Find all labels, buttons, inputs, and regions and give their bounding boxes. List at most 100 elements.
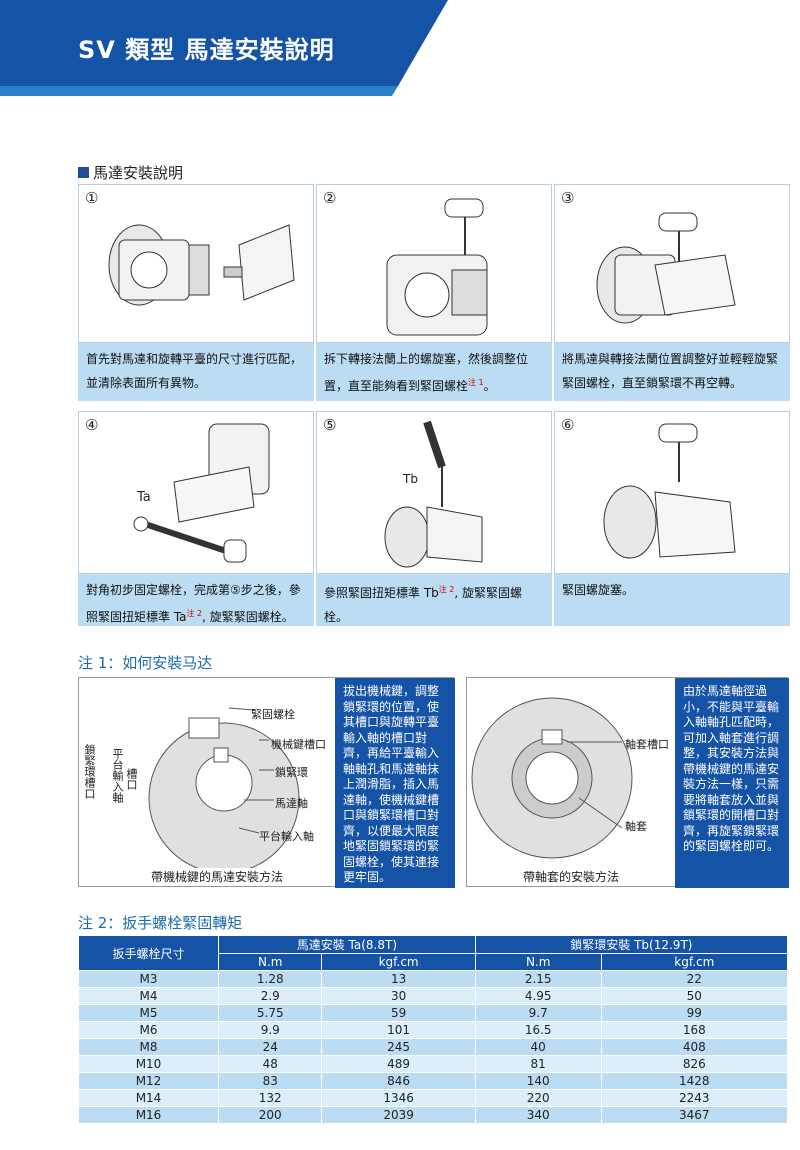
step-1-figure: ① xyxy=(78,184,314,343)
plug-screw-illustration xyxy=(603,423,736,559)
group-lock-ring-install: 鎖緊環安裝 Tb(12.9T) xyxy=(474,935,789,954)
motor-flange-illustration xyxy=(108,224,295,306)
table-cell: M6 xyxy=(78,1021,219,1039)
hex-wrench-illustration xyxy=(386,198,488,336)
table-cell: 40 xyxy=(474,1038,602,1056)
table-cell: 846 xyxy=(321,1072,476,1090)
step-number: ② xyxy=(323,189,337,207)
callout-label: 軸套 xyxy=(625,820,647,833)
keyed-install-panel: 緊固螺栓 機械鍵槽口 鎖緊環 馬達軸 平台輸入軸 鎖緊環槽口 平台輸入軸 槽口 … xyxy=(78,677,455,888)
table-cell: 1428 xyxy=(600,1072,789,1090)
table-cell: M10 xyxy=(78,1055,219,1073)
square-bullet-icon xyxy=(78,167,89,178)
step-number: ⑥ xyxy=(561,416,575,434)
header-banner: SV 類型 馬達安裝說明 xyxy=(0,0,800,100)
torque-wrench-illustration xyxy=(133,423,270,563)
table-cell: 200 xyxy=(217,1106,323,1124)
callout-label: 鎖緊環 xyxy=(275,766,308,779)
unit-header: N.m xyxy=(474,953,602,971)
table-cell: 220 xyxy=(474,1089,602,1107)
motor-assembly-illustration xyxy=(596,212,736,324)
table-cell: 50 xyxy=(600,987,789,1005)
callout-label: 緊固螺栓 xyxy=(251,708,295,721)
table-cell: 9.9 xyxy=(217,1021,323,1039)
step-1-caption: 首先對馬達和旋轉平臺的尺寸進行匹配，並清除表面所有異物。 xyxy=(78,343,314,401)
table-cell: 132 xyxy=(217,1089,323,1107)
table-cell: 2039 xyxy=(321,1106,476,1124)
table-cell: M5 xyxy=(78,1004,219,1022)
step-5-caption: 參照緊固扭矩標準 Tb注 2, 旋緊緊固螺栓。 xyxy=(316,574,552,626)
table-cell: 826 xyxy=(600,1055,789,1073)
table-cell: 2243 xyxy=(600,1089,789,1107)
unit-header: kgf.cm xyxy=(321,953,476,971)
table-cell: 9.7 xyxy=(474,1004,602,1022)
step-2-caption: 拆下轉接法蘭上的螺旋塞，然後調整位置，直至能夠看到緊固螺栓注 1。 xyxy=(316,343,552,401)
callout-label: 機械鍵槽口 xyxy=(271,738,326,751)
panel-caption: 帶軸套的安裝方法 xyxy=(523,870,620,884)
table-cell: 59 xyxy=(321,1004,476,1022)
step-number: ③ xyxy=(561,189,575,207)
torque-label: Tb xyxy=(403,472,418,486)
table-cell: 83 xyxy=(217,1072,323,1090)
table-cell: 245 xyxy=(321,1038,476,1056)
table-cell: M14 xyxy=(78,1089,219,1107)
step-3-figure: ③ xyxy=(554,184,790,343)
step-4-figure: ④ Ta xyxy=(78,411,314,574)
table-cell: M3 xyxy=(78,970,219,988)
callout-label: 軸套槽口 xyxy=(625,738,669,751)
section-heading: 馬達安裝說明 xyxy=(78,162,183,183)
table-cell: 340 xyxy=(474,1106,602,1124)
step-6-caption: 緊固螺旋塞。 xyxy=(554,574,790,626)
table-cell: 1346 xyxy=(321,1089,476,1107)
step-number: ⑤ xyxy=(323,416,337,434)
section-title: 馬達安裝說明 xyxy=(93,164,184,182)
col-bolt-size: 扳手螺栓尺寸 xyxy=(78,935,219,971)
step-3-caption: 將馬達與轉接法蘭位置調整好並輕輕旋緊緊固螺栓，直至鎖緊環不再空轉。 xyxy=(554,343,790,401)
table-cell: M12 xyxy=(78,1072,219,1090)
table-cell: 489 xyxy=(321,1055,476,1073)
sleeve-install-panel: 軸套槽口 軸套 帶軸套的安裝方法 由於馬達軸徑過小，不能與平臺輸入軸軸孔匹配時，… xyxy=(466,677,789,888)
table-cell: 81 xyxy=(474,1055,602,1073)
table-cell: 24 xyxy=(217,1038,323,1056)
table-cell: 101 xyxy=(321,1021,476,1039)
unit-header: kgf.cm xyxy=(600,953,789,971)
table-cell: 4.95 xyxy=(474,987,602,1005)
note-2-heading: 注 2：扳手螺栓緊固轉矩 xyxy=(78,914,243,932)
torque-label: Ta xyxy=(137,490,151,505)
callout-label: 馬達軸 xyxy=(275,797,308,810)
table-cell: 30 xyxy=(321,987,476,1005)
table-cell: M8 xyxy=(78,1038,219,1056)
sleeve-shaft-cross-section xyxy=(471,697,633,859)
callout-label: 平台輸入軸 xyxy=(111,748,124,803)
unit-header: N.m xyxy=(217,953,323,971)
table-cell: 3467 xyxy=(600,1106,789,1124)
table-cell: 168 xyxy=(600,1021,789,1039)
table-cell: M4 xyxy=(78,987,219,1005)
table-cell: 22 xyxy=(600,970,789,988)
table-cell: 140 xyxy=(474,1072,602,1090)
table-cell: 2.15 xyxy=(474,970,602,988)
group-motor-install: 馬達安裝 Ta(8.8T) xyxy=(218,935,476,954)
table-cell: 48 xyxy=(217,1055,323,1073)
table-cell: M16 xyxy=(78,1106,219,1124)
table-cell: 99 xyxy=(600,1004,789,1022)
step-2-figure: ② xyxy=(316,184,552,343)
callout-label: 平台輸入軸 xyxy=(259,830,314,843)
step-4-caption: 對角初步固定螺栓，完成第⑤步之後，參照緊固扭矩標準 Ta注 2, 旋緊緊固螺栓。 xyxy=(78,574,314,626)
callout-label: 槽口 xyxy=(125,768,138,790)
note-1-heading: 注 1：如何安裝马达 xyxy=(78,654,213,672)
panel-caption: 帶機械鍵的馬達安裝方法 xyxy=(151,870,284,884)
step-5-figure: ⑤ Tb xyxy=(316,411,552,574)
torque-wrench-illustration xyxy=(384,420,483,568)
step-number: ④ xyxy=(85,416,99,434)
keyed-shaft-cross-section xyxy=(148,707,300,868)
table-cell: 2.9 xyxy=(217,987,323,1005)
table-cell: 16.5 xyxy=(474,1021,602,1039)
